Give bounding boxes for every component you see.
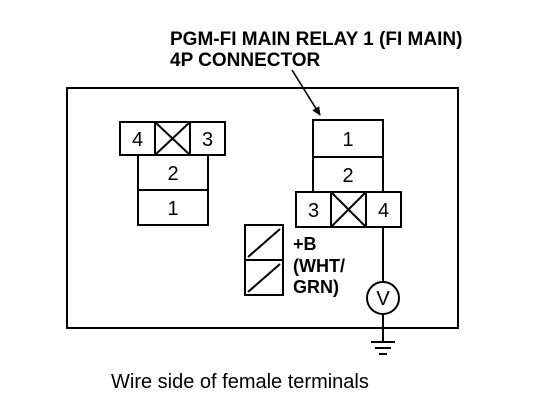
right-pin-4-label: 4 [378, 200, 389, 222]
voltmeter-symbol: V [376, 288, 390, 310]
ground-icon [371, 341, 395, 355]
wire-swatch-stripe-b [247, 263, 281, 293]
right-connector: 1 2 3 4 [295, 119, 402, 228]
right-pin-3-label: 3 [308, 200, 319, 222]
wire-color-swatch [244, 224, 284, 296]
caption: Wire side of female terminals [111, 371, 369, 393]
title-line-2: 4P CONNECTOR [170, 50, 321, 71]
left-empty-cross-b [154, 121, 191, 156]
connector-frame [66, 87, 459, 329]
wire-label-line-3: GRN) [293, 277, 339, 297]
left-pin-3-label: 3 [202, 129, 213, 151]
right-empty-cross-b [330, 191, 367, 228]
wire-label-line-1: +B [293, 234, 317, 254]
right-pin-1-label: 1 [342, 129, 353, 151]
pointer-arrow [291, 69, 321, 116]
title-line-1: PGM-FI MAIN RELAY 1 (FI MAIN) [170, 29, 462, 50]
left-pin-2-label: 2 [167, 163, 178, 185]
voltmeter: V [366, 281, 400, 315]
right-pin-2-label: 2 [342, 165, 353, 187]
left-pin-4-label: 4 [132, 129, 143, 151]
wire-swatch-stripe-a [247, 228, 281, 258]
left-pin-1-cell [137, 189, 209, 226]
left-connector: 4 3 2 1 [119, 121, 226, 226]
wire-label-line-2: (WHT/ [293, 256, 345, 276]
left-pin-1-label: 1 [167, 198, 178, 220]
